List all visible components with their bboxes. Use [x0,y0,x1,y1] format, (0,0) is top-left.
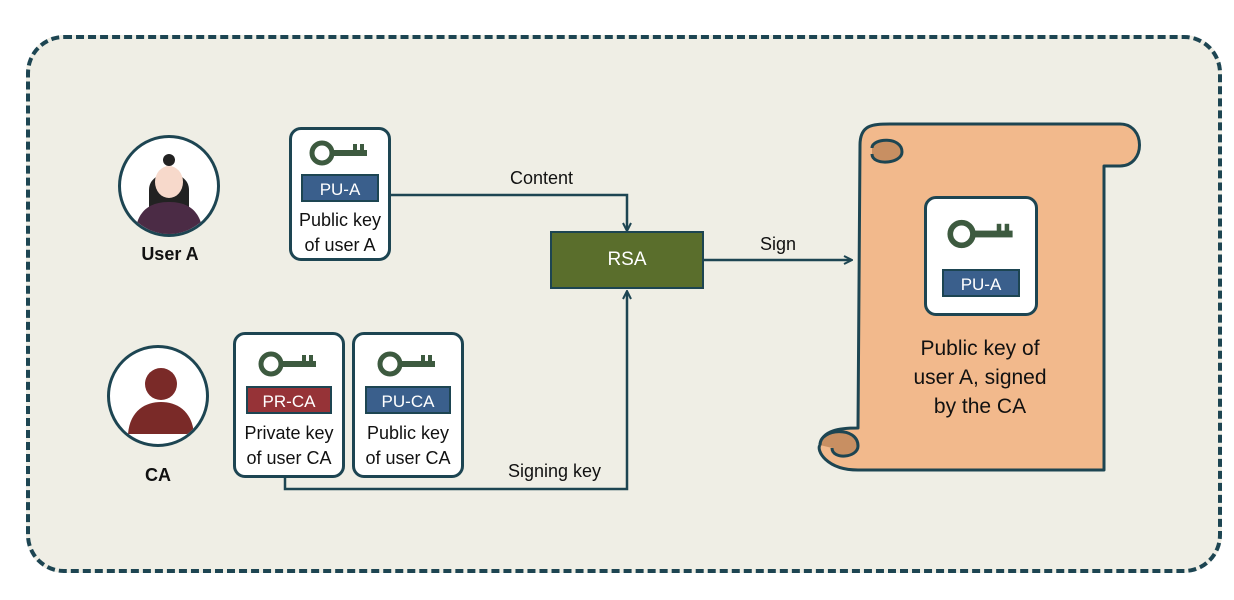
ca-label: CA [145,465,171,485]
pr-ca-description: Private key of user CA [244,423,334,468]
content-arrow [390,193,627,230]
pu-a-description: Public key of user A [298,210,382,255]
certificate-pu-a-badge: PU-A [942,269,1020,297]
pu-a-badge: PU-A [301,174,379,202]
signing-key-arrow [283,292,627,491]
key-icon [377,351,435,377]
pr-ca-badge: PR-CA [246,386,332,414]
rsa-box: RSA [550,231,704,289]
ca-avatar [107,345,209,447]
certificate-key-card: PU-A [924,196,1038,316]
content-label: Content [510,168,574,188]
public-key-user-a-card: PU-A Public key of user A [289,127,391,261]
user-a-avatar [118,135,220,237]
key-icon [947,219,1013,249]
signing-key-label: Signing key [508,461,602,481]
public-key-ca-card: PU-CA Public key of user CA [352,332,464,478]
key-icon [309,140,367,166]
key-icon [258,351,316,377]
user-a-label: User A [141,244,199,264]
private-key-ca-card: PR-CA Private key of user CA [233,332,345,478]
pu-ca-description: Public key of user CA [365,423,451,468]
sign-label: Sign [760,234,797,254]
pu-ca-badge: PU-CA [365,386,451,414]
certificate-description: Public key of user A, signed by the CA [913,337,1047,418]
